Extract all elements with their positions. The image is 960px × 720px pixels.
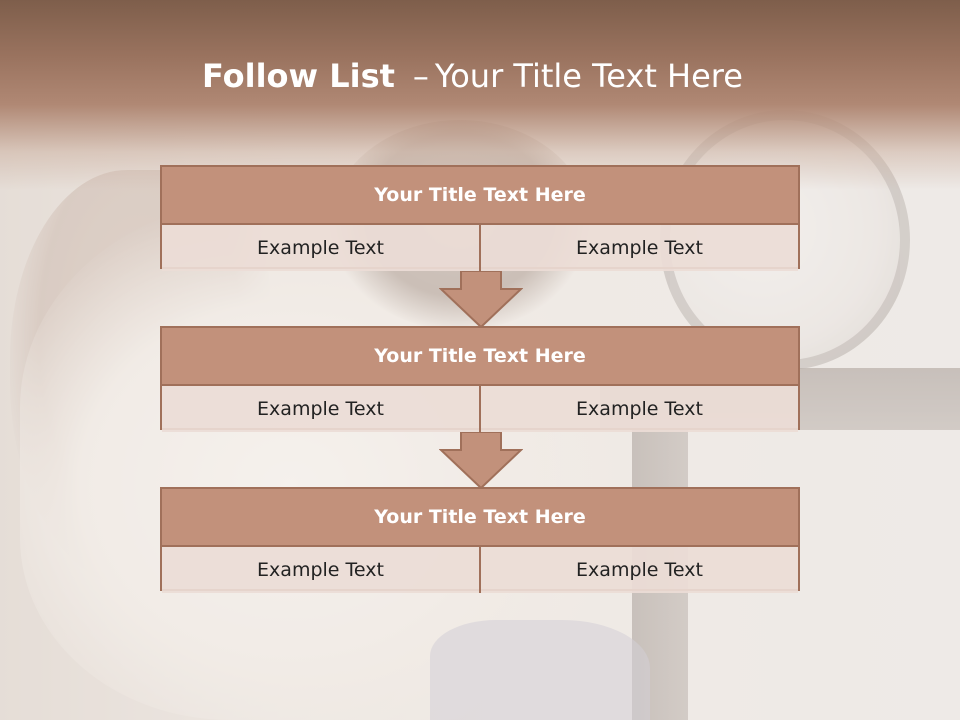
slide-title-rest: Your Title Text Here <box>434 57 743 95</box>
step-box-2: Your Title Text Here Example Text Exampl… <box>160 326 800 432</box>
step-title: Your Title Text Here <box>162 328 798 386</box>
slide-title: Follow List–Your Title Text Here <box>0 52 945 100</box>
header-band <box>0 0 960 190</box>
slide-title-dash: – <box>412 57 429 95</box>
step-cell-right: Example Text <box>479 225 798 271</box>
step-cell-left: Example Text <box>162 386 479 432</box>
step-row: Example Text Example Text <box>162 547 798 593</box>
blanket-shape <box>430 620 650 720</box>
step-cell-right: Example Text <box>479 386 798 432</box>
step-cell-left: Example Text <box>162 547 479 593</box>
step-title: Your Title Text Here <box>162 167 798 225</box>
down-arrow-icon <box>439 271 523 329</box>
down-arrow-icon <box>439 432 523 490</box>
step-row: Example Text Example Text <box>162 225 798 271</box>
step-title: Your Title Text Here <box>162 489 798 547</box>
slide-title-bold: Follow List <box>202 57 395 95</box>
step-cell-left: Example Text <box>162 225 479 271</box>
step-box-1: Your Title Text Here Example Text Exampl… <box>160 165 800 271</box>
step-cell-right: Example Text <box>479 547 798 593</box>
step-box-3: Your Title Text Here Example Text Exampl… <box>160 487 800 593</box>
step-row: Example Text Example Text <box>162 386 798 432</box>
